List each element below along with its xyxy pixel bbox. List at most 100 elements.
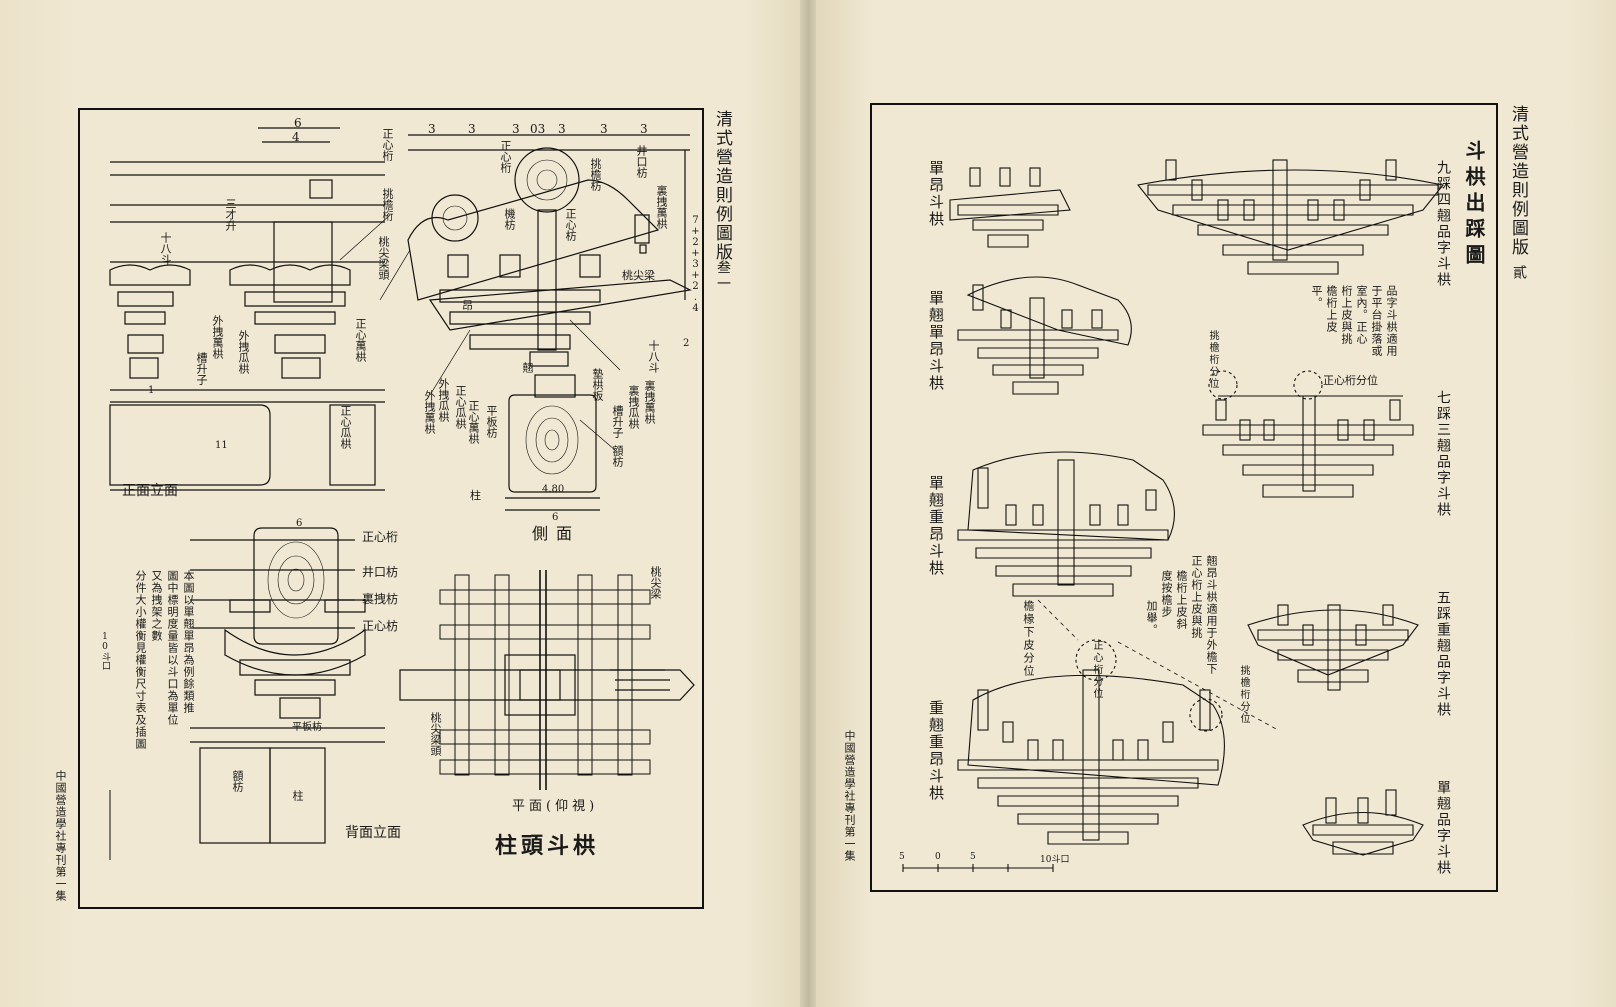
type-jiucai-pinzi: 九踩四翹品字斗栱 — [1435, 160, 1451, 288]
label-pingbanfang-back: 平板枋 — [292, 722, 322, 733]
scale-10: 10斗口 — [1040, 855, 1070, 865]
label-zhu-back: 柱 — [291, 790, 304, 801]
label-tiaoyanfang: 挑檐枋 — [589, 158, 602, 191]
right-plate-frame — [870, 103, 1498, 892]
label-waizhuai-wangong-side: 外拽萬栱 — [423, 390, 436, 434]
dim-6-side: 6 — [552, 512, 559, 523]
scale-0: 0 — [935, 852, 941, 862]
note-ang-5: 加舉。 — [1145, 600, 1158, 636]
title-side-view: 側面 — [532, 524, 581, 543]
dim-4-top: 4 — [292, 130, 300, 144]
left-plate-number: 叁一 — [715, 260, 731, 292]
label-zhengxinheng-side: 正心桁 — [499, 140, 512, 173]
dim-side-3e: 3 — [600, 122, 608, 136]
left-plate-frame — [78, 108, 704, 909]
dim-11-front: 11 — [215, 440, 228, 451]
dim-6-back: 6 — [296, 518, 303, 529]
right-plate-title: 清式營造則例圖版 — [1508, 105, 1528, 257]
note-pinzi-4: 桁上皮與挑 — [1340, 285, 1353, 345]
note-line-1: 本圖以單翹單昂為例餘類推 — [182, 570, 195, 714]
note-ang-2: 正心桁上皮與挑 — [1190, 555, 1203, 639]
label-zhu-side: 柱 — [470, 489, 481, 502]
label-zhengxinfang-back: 正心枋 — [362, 619, 399, 633]
label-waizhuai-guagong-side: 外拽瓜栱 — [437, 378, 450, 422]
label-tiaoyanheng: 挑檐桁 — [381, 188, 394, 221]
dim-6-top: 6 — [294, 116, 302, 130]
label-caoshengzi-side: 槽升子 — [611, 405, 624, 438]
label-zhengxin-guagong-side: 正心瓜栱 — [454, 385, 467, 429]
label-lizhuaifang-back: 裏拽枋 — [362, 592, 399, 606]
left-footer: 中國營造學社專刊第一集 — [54, 770, 67, 902]
note-pinzi-2: 于平台掛落或 — [1370, 285, 1383, 357]
dim-side-3b: 3 — [468, 122, 476, 136]
dim-side-3a: 3 — [428, 122, 436, 136]
dim-480: 4.80 — [542, 484, 565, 495]
type-qicai-pinzi: 七踩三翹品字斗栱 — [1435, 390, 1451, 518]
title-plan-view: 平面(仰視) — [512, 799, 599, 814]
note-line-4: 分件大小權衡見權衡尺寸表及插圖 — [134, 570, 147, 750]
dim-side-3d: 3 — [558, 122, 566, 136]
label-efang-back: 額枋 — [231, 770, 244, 792]
note-line-2: 圖中標明度量皆以斗口為單位 — [166, 570, 179, 726]
note-pinzi-3: 室內。正心 — [1355, 285, 1368, 345]
note-ang-3: 檐桁上皮斜 — [1175, 570, 1188, 630]
label-lizhuai-guagong: 裏拽瓜栱 — [627, 385, 640, 429]
label-shibadou-front: 十八斗 — [159, 232, 172, 265]
title-front-elevation: 正面立面 — [122, 483, 178, 499]
note-pinzi-5: 檐桁上皮 — [1325, 285, 1338, 333]
label-jingkoufang-back: 井口枋 — [362, 565, 399, 579]
label-efang-side: 額枋 — [611, 445, 624, 467]
label-zhengxin-fenwei-2: 正心桁分位 — [1091, 640, 1102, 700]
type-wucai-pinzi: 五踩重翹品字斗栱 — [1435, 590, 1451, 718]
label-zhengxinheng-back: 正心桁 — [362, 530, 399, 544]
label-jingkoufang: 井口枋 — [635, 145, 648, 178]
right-footer: 中國營造學社專刊第一集 — [843, 730, 856, 862]
note-pinzi-6: 平。 — [1310, 285, 1323, 309]
label-zhengxin-wangong-side: 正心萬栱 — [467, 400, 480, 444]
type-dan-ang: 單昂斗栱 — [927, 160, 945, 228]
label-yanchuan-xiapi: 檐椽下皮分位 — [1022, 600, 1035, 678]
right-plate-number: 貳 — [1511, 265, 1527, 281]
label-zhengxin-guagong-front: 正心瓜栱 — [339, 405, 352, 449]
label-taojianliang-plan: 桃尖梁 — [649, 566, 662, 599]
label-ang-side: 昂 — [462, 299, 473, 312]
note-pinzi-1: 品字斗栱適用 — [1385, 285, 1398, 357]
label-qiao-side: 翹 — [521, 362, 534, 373]
note-line-3: 又為拽架之數 — [150, 570, 163, 642]
label-pingbanfang: 平板枋 — [485, 405, 498, 438]
title-back-elevation: 背面立面 — [345, 825, 401, 841]
dim-1-front: 1 — [148, 385, 155, 396]
type-chongqiao-chongang: 重翹重昂斗栱 — [927, 700, 945, 802]
label-tiaoyan-fenwei-2: 挑檐桁分位 — [1238, 665, 1249, 725]
label-waizhuai-wangong: 外拽萬栱 — [211, 315, 224, 359]
label-caoshengzi: 槽升子 — [195, 352, 208, 385]
book-gutter — [800, 0, 816, 1007]
scale-5-left: 5 — [899, 852, 905, 862]
label-zhengxin-fenwei-1: 正心桁分位 — [1323, 374, 1378, 387]
label-taojianliang: 桃尖梁 — [622, 269, 655, 282]
label-zhengxinheng-top: 正心桁 — [381, 128, 394, 161]
left-plate-title: 清式營造則例圖版 — [712, 110, 732, 262]
right-main-title: 斗栱出踩圖 — [1462, 140, 1486, 270]
label-lizhuai-wangong-top: 裏拽萬栱 — [655, 185, 668, 229]
label-taojianliangtou-plan: 桃尖梁頭 — [429, 712, 442, 756]
type-danqiao-pinzi: 單翹品字斗栱 — [1435, 780, 1451, 876]
dim-side-3f: 3 — [640, 122, 648, 136]
note-ang-4: 度按檐步 — [1160, 570, 1173, 618]
label-dianyiban: 墊栱板 — [591, 368, 604, 401]
scale-5-right: 5 — [970, 852, 976, 862]
main-title-zhutou-dougong: 柱頭斗栱 — [495, 833, 600, 859]
label-zhengxin-wangong-front: 正心萬栱 — [354, 318, 367, 362]
note-ang-1: 翹昂斗栱適用于外檐下 — [1205, 555, 1218, 675]
dim-side-03: 03 — [530, 122, 546, 136]
label-zhengxinfang: 正心枋 — [564, 208, 577, 241]
label-sancaisheng: 三才升 — [224, 198, 237, 231]
label-lizhuai-wangong: 裏拽萬栱 — [643, 380, 656, 424]
label-jifang: 機枋 — [503, 208, 516, 230]
left-drawings — [109, 127, 695, 860]
dim-side-3c: 3 — [512, 122, 520, 136]
dim-vertical-right: 7+2+3+2.4 — [690, 215, 701, 314]
label-waizhuai-guagong: 外拽瓜栱 — [237, 330, 250, 374]
right-drawings — [902, 159, 1444, 872]
